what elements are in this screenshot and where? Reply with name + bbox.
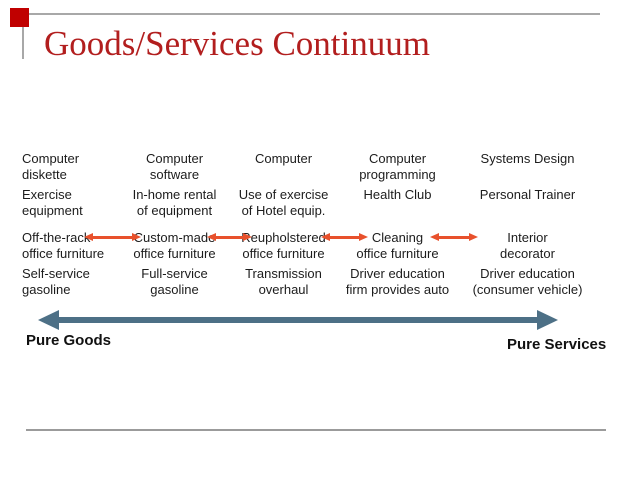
arrow-right-head-icon [537,310,558,330]
title-top-border [22,13,600,15]
continuum-cell: Custom-made office furniture [133,230,216,261]
continuum-cell: Systems Design [480,151,575,166]
pure-goods-label: Pure Goods [26,332,112,349]
slide-title: Goods/Services Continuum [44,24,430,63]
continuum-cell: Cleaning office furniture [356,230,439,261]
continuum-cell: Computer programming [359,151,436,182]
continuum-cell: Health Club [363,187,432,202]
pure-services-label: Pure Services [507,336,607,353]
continuum-cell: Driver education firm provides auto [345,266,450,297]
footer-divider [26,429,606,431]
title-left-border [22,13,24,59]
continuum-cell: Driver education (consumer vehicle) [472,266,583,297]
continuum-axis-arrow [38,310,558,330]
continuum-cell: Self-service gasoline [22,266,90,297]
continuum-cell: Use of exercise of Hotel equip. [238,187,329,218]
continuum-cell: Interior decorator [500,230,555,261]
continuum-cell: Reupholstered office furniture [241,230,326,261]
continuum-cell: Computer diskette [22,151,80,182]
double-arrow-icon [430,233,478,241]
red-accent-square [10,8,29,27]
continuum-grid: Computer diskette Computer software Comp… [22,151,600,306]
continuum-cell: Computer software [145,151,204,182]
continuum-cell: Transmission overhaul [245,266,322,297]
arrow-left-head-icon [38,310,59,330]
continuum-cell: Exercise equipment [22,187,83,218]
double-arrow-icon [321,233,368,241]
double-arrow-icon [84,233,141,241]
continuum-cell: Personal Trainer [479,187,576,202]
continuum-cell: In-home rental of equipment [132,187,217,218]
continuum-cell: Off-the-rack office furniture [22,230,105,261]
continuum-cell: Computer [254,151,313,166]
continuum-cell: Full-service gasoline [141,266,208,297]
arrow-shaft [56,317,540,323]
double-arrow-icon [207,233,252,241]
